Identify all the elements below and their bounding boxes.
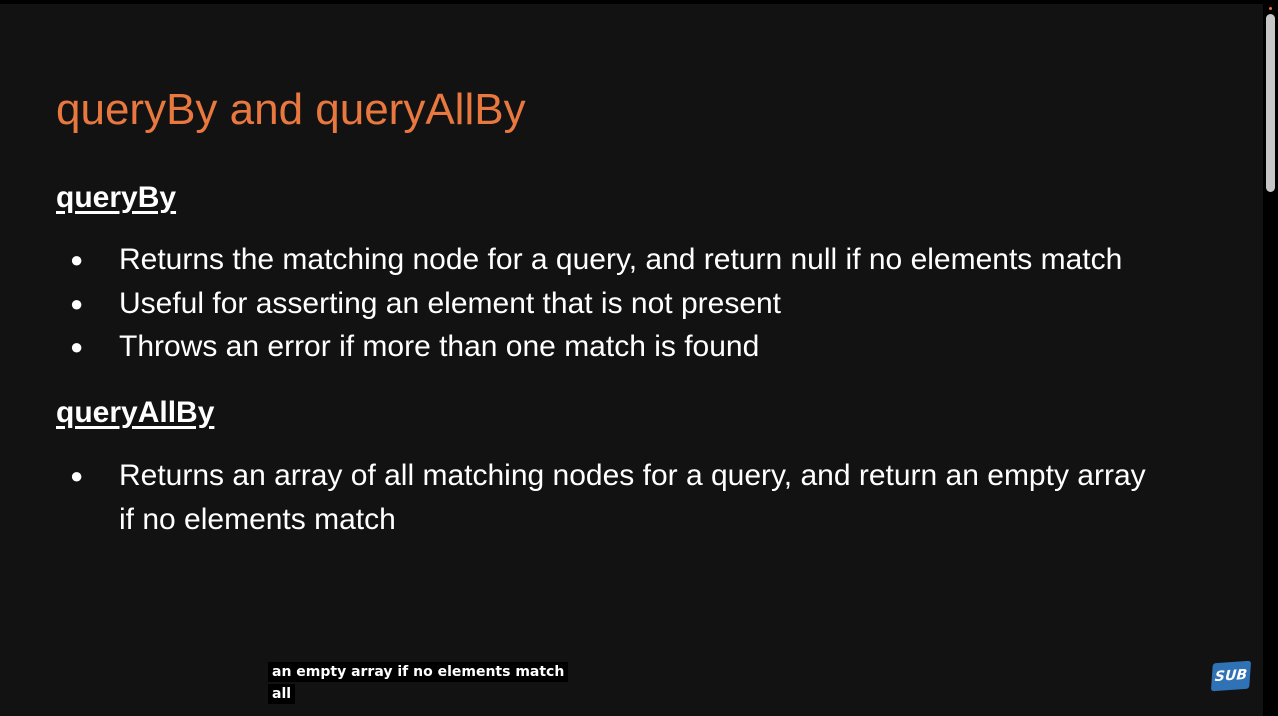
section-heading-queryby: queryBy (56, 181, 177, 214)
page-scrollbar[interactable] (1263, 0, 1278, 716)
notification-dot-icon (1269, 7, 1272, 10)
caption-line: all (268, 684, 296, 704)
bullet-text: Returns the matching node for a query, a… (119, 243, 1123, 276)
bullet-item: ● Returns the matching node for a query,… (0, 238, 1122, 282)
bullet-text-line-2: if no elements match (119, 502, 396, 536)
bullet-dot-icon: ● (70, 334, 84, 359)
queryby-bullet-list: ● Returns the matching node for a query,… (0, 238, 1122, 369)
presentation-slide: queryBy and queryAllBy queryBy ● Returns… (0, 4, 1263, 716)
queryallby-bullet-list: ● Returns an array of all matching nodes… (0, 454, 1146, 541)
slide-title: queryBy and queryAllBy (56, 85, 526, 134)
bullet-item: ● Returns an array of all matching nodes… (0, 454, 1146, 541)
bullet-dot-icon: ● (70, 247, 84, 272)
section-heading-queryallby: queryAllBy (56, 396, 215, 429)
scrollbar-thumb[interactable] (1266, 14, 1275, 192)
bullet-item: ● Throws an error if more than one match… (0, 325, 1122, 369)
bullet-dot-icon: ● (70, 463, 84, 488)
subscribe-badge-icon[interactable]: SUB (1210, 660, 1252, 692)
bullet-item: ● Useful for asserting an element that i… (0, 282, 1122, 326)
subtitle-captions: an empty array if no elements match all (268, 660, 569, 704)
bullet-text-line-1: Returns an array of all matching nodes f… (119, 459, 1146, 492)
bullet-text: Throws an error if more than one match i… (119, 330, 760, 363)
bullet-text: Useful for asserting an element that is … (119, 286, 782, 320)
caption-line: an empty array if no elements match (268, 662, 569, 682)
bullet-dot-icon: ● (70, 290, 84, 316)
